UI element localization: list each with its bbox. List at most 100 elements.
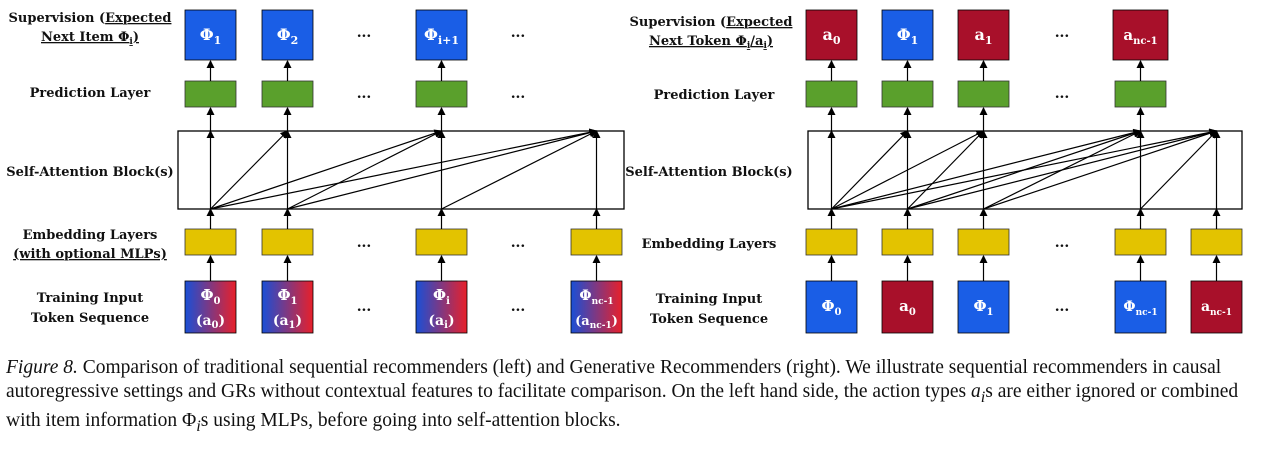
left-input-token-action: (ai) xyxy=(428,313,454,331)
embedding-cell xyxy=(957,228,1010,256)
left-input-token-label: Φ0 xyxy=(200,286,220,307)
right-input-token-label: anc-1 xyxy=(1201,299,1232,318)
right-output-token-label: Φ1 xyxy=(897,25,919,47)
attention-edge xyxy=(983,129,1218,210)
attention-edge xyxy=(210,129,443,210)
attention-edge xyxy=(441,130,598,210)
left-supervision-label: Supervision (Expected xyxy=(9,11,172,26)
left-input-token-label: Φi xyxy=(433,286,450,307)
figure-caption: Figure 8. Comparison of traditional sequ… xyxy=(6,356,1258,438)
ellipsis: ... xyxy=(357,86,372,102)
attention-edge xyxy=(287,130,443,210)
embedding-cell xyxy=(881,228,934,256)
embedding-cell xyxy=(184,228,237,256)
left-embedding-label-line2: (with optional MLPs) xyxy=(13,247,167,262)
left-output-token xyxy=(261,9,314,61)
attention-edge xyxy=(210,130,289,210)
right-output-tokens: a0 Φ1 a1 anc-1 ... xyxy=(805,9,1169,61)
right-input-token-label: a0 xyxy=(899,297,916,318)
left-input-token xyxy=(184,280,237,334)
right-arrows xyxy=(827,60,1221,281)
left-input-token xyxy=(415,280,468,334)
left-input-label: Training Input xyxy=(37,291,143,306)
right-input-label: Training Input xyxy=(656,292,762,307)
right-input-token xyxy=(805,280,858,334)
attention-edge xyxy=(831,130,909,210)
right-prediction-layer: ... xyxy=(805,80,1167,108)
ellipsis: ... xyxy=(357,235,372,251)
ellipsis: ... xyxy=(357,25,372,41)
attention-edge xyxy=(831,128,1142,210)
attention-edge xyxy=(907,130,985,210)
right-prediction-label: Prediction Layer xyxy=(654,88,775,103)
left-arrows xyxy=(206,60,601,281)
right-output-token-label: anc-1 xyxy=(1123,26,1157,47)
right-labels: Supervision (Expected Next Token Φi/ai) … xyxy=(625,15,792,327)
attention-edge xyxy=(287,128,598,210)
left-output-token-label: Φi+1 xyxy=(424,25,459,47)
right-input-label-line2: Token Sequence xyxy=(650,312,768,327)
prediction-cell xyxy=(415,80,468,108)
right-embedding-layer: ... xyxy=(805,228,1243,256)
prediction-cell xyxy=(957,80,1010,108)
left-input-token-action: (a0) xyxy=(196,313,225,331)
caption-math-sub: i xyxy=(980,387,986,406)
right-attention-label: Self-Attention Block(s) xyxy=(625,165,792,180)
prediction-cell xyxy=(261,80,314,108)
right-input-token xyxy=(1190,280,1243,334)
left-prediction-label: Prediction Layer xyxy=(30,86,151,101)
prediction-cell xyxy=(184,80,237,108)
ellipsis: ... xyxy=(511,299,526,315)
embedding-cell xyxy=(1114,228,1167,256)
left-attention-label: Self-Attention Block(s) xyxy=(6,165,173,180)
ellipsis: ... xyxy=(1055,86,1070,102)
left-embedding-label: Embedding Layers xyxy=(23,228,158,243)
left-output-token-label: Φ1 xyxy=(200,25,222,47)
attention-edge xyxy=(831,130,985,210)
left-supervision-label-line2: Next Item Φi) xyxy=(41,30,139,47)
left-labels: Supervision (Expected Next Item Φi) Pred… xyxy=(6,11,173,326)
left-input-label-line2: Token Sequence xyxy=(31,311,149,326)
caption-figure-number: Figure 8. xyxy=(6,357,78,378)
ellipsis: ... xyxy=(511,235,526,251)
left-embedding-layer: ... ... xyxy=(184,228,623,256)
embedding-cell xyxy=(415,228,468,256)
right-input-token xyxy=(957,280,1010,334)
left-input-token-label: Φ1 xyxy=(277,286,297,307)
left-output-tokens: Φ1 Φ2 Φi+1 ... ... xyxy=(184,9,525,61)
ellipsis: ... xyxy=(1055,25,1070,41)
right-output-token xyxy=(805,9,858,61)
right-output-token xyxy=(957,9,1010,61)
attention-edge xyxy=(831,128,1218,210)
left-input-token xyxy=(261,280,314,334)
ellipsis: ... xyxy=(1055,235,1070,251)
attention-edge xyxy=(907,128,1218,210)
left-attention-block xyxy=(177,130,625,210)
right-output-token-label: a1 xyxy=(974,25,992,47)
right-output-token-label: a0 xyxy=(822,25,840,47)
ellipsis: ... xyxy=(1055,299,1070,315)
attention-edge xyxy=(210,128,598,210)
left-prediction-layer: ... ... xyxy=(184,80,525,108)
ellipsis: ... xyxy=(357,299,372,315)
caption-math: a xyxy=(970,380,981,402)
embedding-cell xyxy=(570,228,623,256)
right-output-token xyxy=(1112,9,1169,61)
prediction-cell xyxy=(805,80,858,108)
left-output-token xyxy=(184,9,237,61)
right-supervision-label: Supervision (Expected xyxy=(630,15,793,30)
left-input-token-label: Φnc-1 xyxy=(579,288,613,307)
attention-edge xyxy=(1140,130,1218,210)
caption-text: Comparison of traditional sequential rec… xyxy=(6,357,1222,402)
caption-math-sub: i xyxy=(196,416,201,435)
prediction-cell xyxy=(881,80,934,108)
caption-text: s using MLPs, before going into self-att… xyxy=(200,409,621,431)
embedding-cell xyxy=(261,228,314,256)
left-output-token-label: Φ2 xyxy=(277,25,299,47)
left-input-tokens: Φ0 (a0) Φ1 (a1) Φi (ai) Φnc-1 (anc-1) ..… xyxy=(184,280,623,334)
left-input-token-action: (anc-1) xyxy=(575,314,618,331)
right-input-token-label: Φ0 xyxy=(821,297,841,318)
right-attention-block xyxy=(807,130,1243,210)
right-input-token-label: Φnc-1 xyxy=(1123,299,1157,318)
